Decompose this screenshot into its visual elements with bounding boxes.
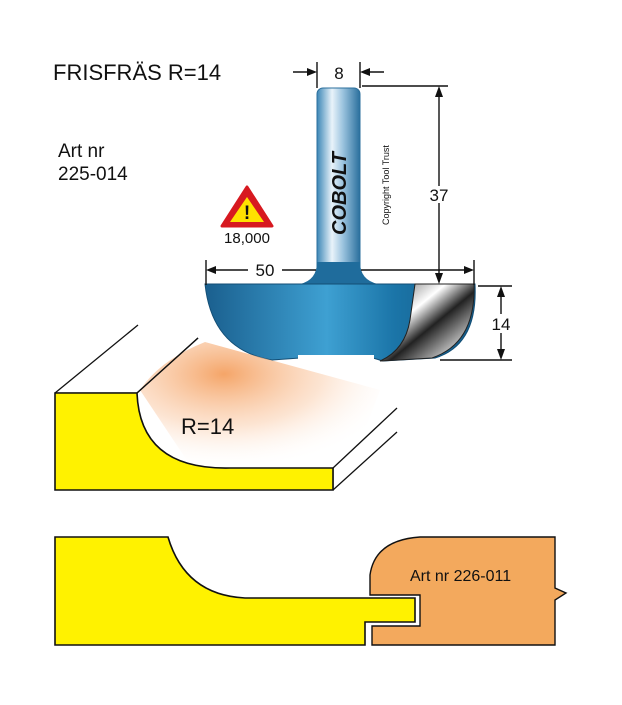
cutter-height-dimension [440,285,512,361]
height-dimension [362,85,448,284]
bit-neck [300,262,378,284]
cutter-diameter-value: 50 [256,261,275,280]
board-section [54,536,416,646]
article-label: Art nr [58,141,105,162]
cove-board [54,324,398,491]
mating-piece-section [369,536,568,646]
mating-article-label: Art nr 226-011 [410,568,511,585]
shank-diameter-value: 8 [334,64,343,83]
cove-profile-face [54,392,334,491]
brand-label: COBOLT [329,150,351,235]
copyright-label: Copyright Tool Trust [381,145,391,225]
warning-icon: ! [220,185,274,228]
router-bit [204,87,476,362]
total-height-value: 37 [430,186,449,205]
shank-dimension [293,62,384,88]
max-rpm-label: 18,000 [224,230,270,247]
page-title: FRISFRÄS R=14 [53,60,221,85]
profile-radius-label: R=14 [181,414,234,439]
exclamation-glyph: ! [244,203,250,224]
cutter-height-value: 14 [492,315,511,334]
carbide-blade [379,283,475,362]
diameter-dimension [205,260,475,285]
article-number: 225-014 [58,164,128,185]
